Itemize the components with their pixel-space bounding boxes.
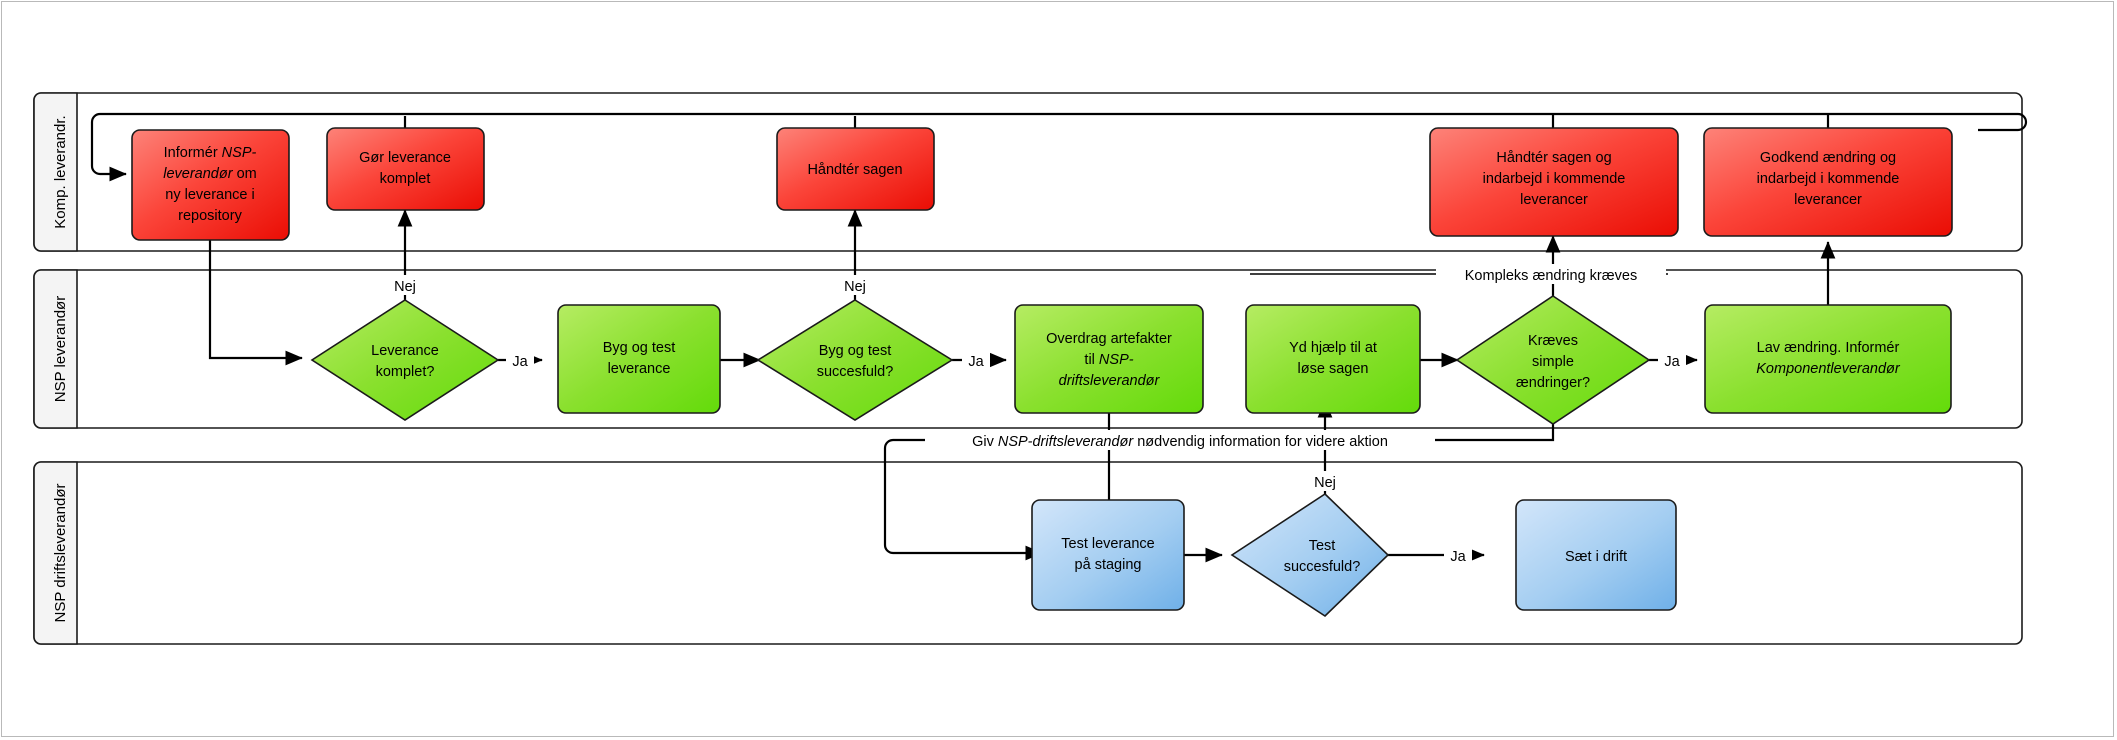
gor-line2: komplet <box>380 171 431 187</box>
giv-info-part-c: nødvendig information for videre aktion <box>1133 434 1388 450</box>
saet-line1: Sæt i drift <box>1565 549 1627 565</box>
svg-text:leverandør om: leverandør om <box>163 166 256 182</box>
kraeves-line2: simple <box>1532 354 1574 370</box>
handter-ind-line2: indarbejd i kommende <box>1483 171 1626 187</box>
node-byg-og-test-leverance[interactable]: Byg og test leverance <box>557 304 721 414</box>
kraeves-line1: Kræves <box>1528 333 1578 349</box>
node-gor-leverance-komplet[interactable]: Gør leverance komplet <box>326 127 485 211</box>
edge-label-ja-byg: Ja <box>968 354 984 370</box>
node-overdrag-artefakter[interactable]: Overdrag artefakter til NSP- driftslever… <box>1014 304 1204 414</box>
lav-line1: Lav ændring. Informér <box>1757 340 1900 356</box>
edge-label-ja-leverance: Ja <box>512 354 528 370</box>
lev-komplet-line1: Leverance <box>371 343 439 359</box>
label-bg-nej2 <box>836 275 874 295</box>
gor-line1: Gør leverance <box>359 150 451 166</box>
label-bg-nej1 <box>386 275 424 295</box>
label-bg-nej3 <box>1306 471 1344 491</box>
node-informer-nsp-leverandor[interactable]: Informér NSP- leverandør om ny leverance… <box>131 129 290 241</box>
node-yd-hjaelp[interactable]: Yd hjælp til at løse sagen <box>1245 304 1421 414</box>
lane-label-nsp: NSP leverandør <box>52 296 69 402</box>
node-saet-i-drift[interactable]: Sæt i drift <box>1515 499 1677 611</box>
yd-line1: Yd hjælp til at <box>1289 340 1377 356</box>
godkend-line1: Godkend ændring og <box>1760 150 1896 166</box>
edge-label-nej-test: Nej <box>1314 475 1336 491</box>
informer-line3: ny leverance i <box>165 187 254 203</box>
edge-kraeves-to-staging-info <box>883 424 1555 561</box>
handter-ind-line3: leverancer <box>1520 192 1588 208</box>
informer-line1-a: Informér <box>164 145 222 161</box>
lane-header-drift <box>33 461 78 645</box>
node-lav-aendring-informer[interactable]: Lav ændring. Informér Komponentleverandø… <box>1704 304 1952 414</box>
godkend-line2: indarbejd i kommende <box>1757 171 1900 187</box>
informer-line1-b: NSP- <box>222 145 257 161</box>
giv-info-part-a: Giv <box>972 434 998 450</box>
test-lev-line2: på staging <box>1075 557 1142 573</box>
kraeves-line3: ændringer? <box>1516 375 1590 391</box>
label-bg-ja1 <box>506 350 534 370</box>
byg-succ-line1: Byg og test <box>819 343 892 359</box>
node-test-succesfuld-decision[interactable]: Test succesfuld? <box>1230 492 1390 618</box>
byg-test-line2: leverance <box>608 361 671 377</box>
label-bg-ja4 <box>1658 350 1686 370</box>
overdrag-line2-a: til <box>1084 352 1099 368</box>
lane-header-nsp <box>33 269 78 429</box>
node-kraeves-simple-aendringer-decision[interactable]: Kræves simple ændringer? <box>1455 295 1651 425</box>
overdrag-line1: Overdrag artefakter <box>1046 331 1172 347</box>
giv-info-part-b: NSP-driftsleverandør <box>998 434 1135 450</box>
node-leverance-komplet-decision[interactable]: Leverance komplet? <box>310 299 500 421</box>
edge-label-ja-kraeves: Ja <box>1664 354 1680 370</box>
godkend-line3: leverancer <box>1794 192 1862 208</box>
edge-label-ja-test: Ja <box>1450 549 1466 565</box>
edge-informer-to-leverance-komplet <box>208 240 303 366</box>
lav-line2: Komponentleverandør <box>1756 361 1901 377</box>
edge-loop-to-informer <box>90 112 2028 182</box>
node-handter-sagen[interactable]: Håndtér sagen <box>776 127 935 211</box>
label-bg-kompleks <box>1436 264 1666 284</box>
node-handter-sagen-og-indarbejd[interactable]: Håndtér sagen og indarbejd i kommende le… <box>1429 127 1679 237</box>
node-godkend-aendring-og-indarbejd[interactable]: Godkend ændring og indarbejd i kommende … <box>1703 127 1953 237</box>
label-bg-giv-info <box>925 430 1435 450</box>
byg-succ-line2: succesfuld? <box>817 364 894 380</box>
handter-ind-line1: Håndtér sagen og <box>1496 150 1611 166</box>
edge-label-nej-leverance: Nej <box>394 279 416 295</box>
lane-header-komp <box>33 92 78 252</box>
overdrag-line2-b: NSP- <box>1099 352 1134 368</box>
label-bg-ja2 <box>962 350 990 370</box>
byg-test-line1: Byg og test <box>603 340 676 356</box>
lev-komplet-line2: komplet? <box>376 364 435 380</box>
lane-label-drift: NSP driftsleverandør <box>52 484 69 623</box>
test-succ-line1: Test <box>1309 538 1336 554</box>
informer-line4: repository <box>178 208 242 224</box>
informer-line2-b: om <box>233 166 257 182</box>
edge-label-giv-info: Giv NSP-driftsleverandør nødvendig infor… <box>972 434 1388 450</box>
svg-text:Informér NSP-: Informér NSP- <box>164 145 257 161</box>
node-test-leverance-paa-staging[interactable]: Test leverance på staging <box>1031 499 1185 611</box>
test-lev-line1: Test leverance <box>1061 536 1155 552</box>
informer-line2-a: leverandør <box>163 166 233 182</box>
svg-text:til NSP-: til NSP- <box>1084 352 1133 368</box>
yd-line2: løse sagen <box>1298 361 1369 377</box>
lane-label-komp: Komp. leverandr. <box>52 115 69 228</box>
handter-line1: Håndtér sagen <box>807 162 902 178</box>
node-byg-og-test-succesfuld-decision[interactable]: Byg og test succesfuld? <box>756 299 954 421</box>
test-succ-line2: succesfuld? <box>1284 559 1361 575</box>
overdrag-line3: driftsleverandør <box>1059 373 1161 389</box>
edge-label-nej-byg: Nej <box>844 279 866 295</box>
label-bg-ja3 <box>1444 545 1472 565</box>
edge-label-kompleks-aendring: Kompleks ændring kræves <box>1465 268 1637 284</box>
